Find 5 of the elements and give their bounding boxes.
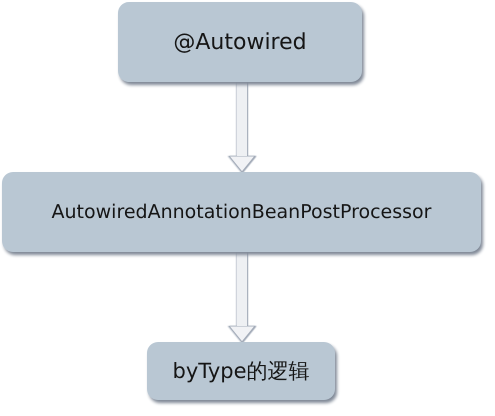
- process-box: AutowiredAnnotationBeanPostProcessor: [2, 172, 481, 252]
- process-box: @Autowired: [118, 2, 362, 82]
- arrow: [228, 82, 256, 172]
- arrow: [228, 252, 256, 342]
- process-box: byType的逻辑: [147, 342, 335, 400]
